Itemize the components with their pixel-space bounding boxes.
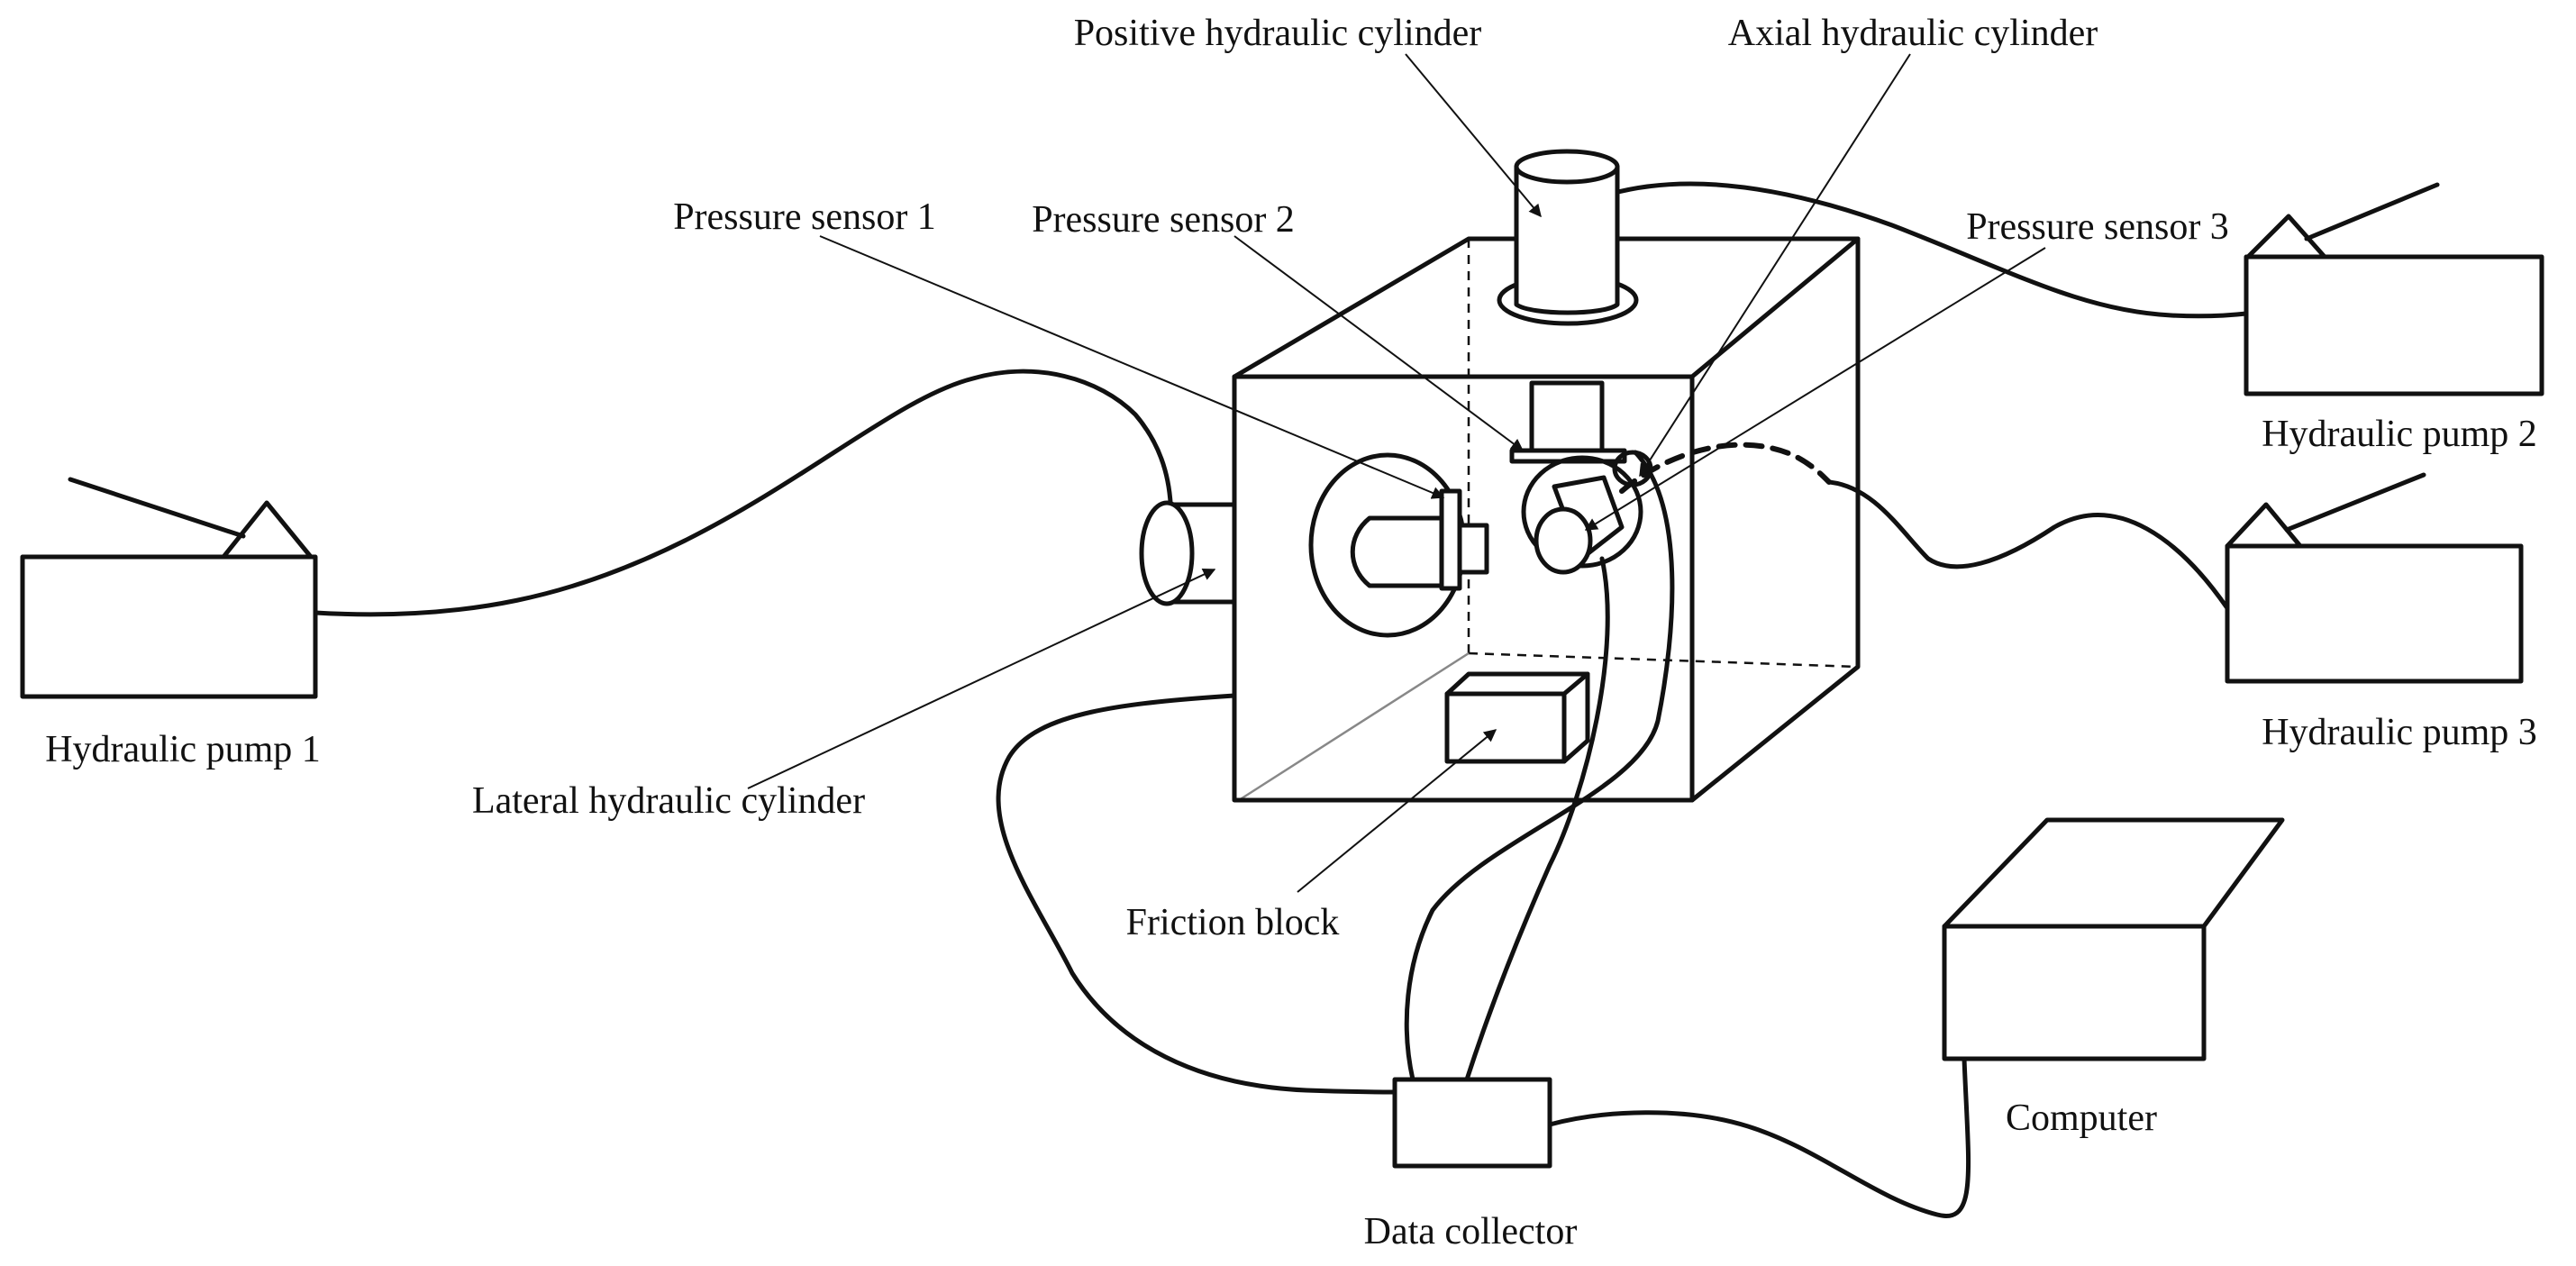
hydraulic-pump-3	[2225, 472, 2524, 684]
computer	[1942, 817, 2285, 1061]
label-computer: Computer	[2006, 1098, 2157, 1139]
label-friction-block: Friction block	[1126, 902, 1340, 943]
leader-lines	[747, 53, 2046, 893]
lateral-hydraulic-cylinder	[1139, 500, 1237, 606]
friction-block	[1444, 671, 1590, 764]
positive-hydraulic-cylinder	[1497, 149, 1639, 326]
hydraulic-pump-2	[2244, 182, 2544, 396]
label-hydraulic-pump-2: Hydraulic pump 2	[2262, 414, 2537, 455]
data-collector	[1392, 1077, 1552, 1169]
label-pressure-sensor-1: Pressure sensor 1	[673, 196, 936, 238]
hydraulic-pump-1	[20, 477, 318, 699]
label-pressure-sensor-3: Pressure sensor 3	[1966, 206, 2229, 248]
lateral-piston	[1308, 452, 1489, 638]
vertical-plunger	[1509, 380, 1627, 464]
connection-hoses	[313, 181, 2249, 1218]
label-hydraulic-pump-3: Hydraulic pump 3	[2262, 712, 2537, 753]
label-hydraulic-pump-1: Hydraulic pump 1	[45, 729, 321, 770]
label-axial-hydraulic-cylinder: Axial hydraulic cylinder	[1728, 13, 2098, 54]
label-pressure-sensor-2: Pressure sensor 2	[1032, 199, 1295, 241]
label-lateral-hydraulic-cylinder: Lateral hydraulic cylinder	[472, 780, 865, 822]
axial-hydraulic-cylinder	[1521, 450, 1653, 575]
label-data-collector: Data collector	[1364, 1211, 1578, 1252]
test-chamber	[1232, 236, 1861, 803]
label-positive-hydraulic-cylinder: Positive hydraulic cylinder	[1074, 13, 1482, 54]
